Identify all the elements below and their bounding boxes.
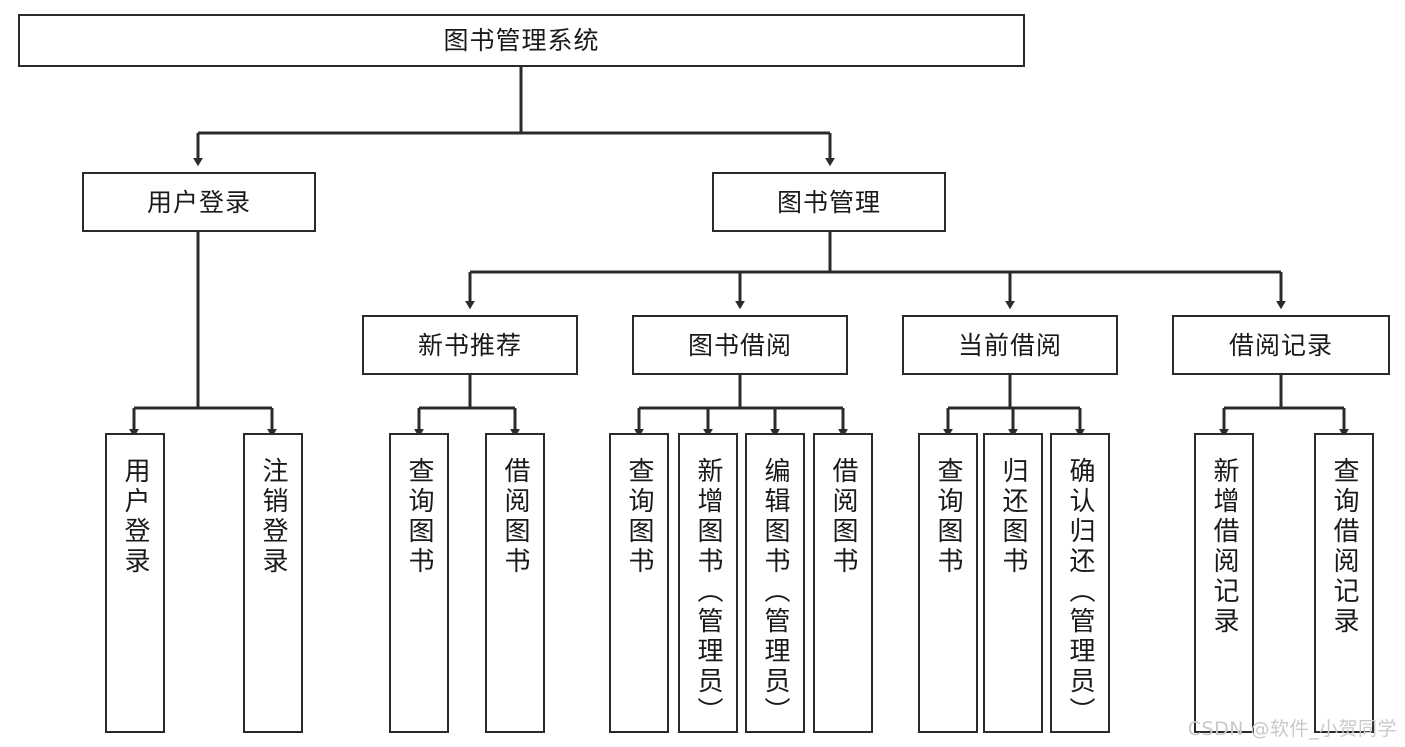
leaf-user-login-signin[interactable]: 用户登录 [105,433,165,733]
node-label: 编辑图书（管理员） [760,457,791,727]
node-book-borrow[interactable]: 图书借阅 [632,315,848,375]
leaf-borrow-edit-book[interactable]: 编辑图书（管理员） [745,433,805,733]
node-book-management[interactable]: 图书管理 [712,172,946,232]
leaf-new-book-query[interactable]: 查询图书 [389,433,449,733]
node-label: 新书推荐 [417,330,522,360]
node-new-book-recommend[interactable]: 新书推荐 [362,315,578,375]
node-label: 图书管理系统 [443,26,600,55]
node-label: 确认归还（管理员） [1065,457,1096,727]
leaf-borrow-add-book[interactable]: 新增图书（管理员） [678,433,738,733]
node-label: 新增图书（管理员） [693,457,724,727]
node-label: 借阅记录 [1228,330,1333,360]
leaf-record-add[interactable]: 新增借阅记录 [1194,433,1254,733]
leaf-new-book-borrow[interactable]: 借阅图书 [485,433,545,733]
node-label: 用户登录 [146,187,251,217]
node-root-system[interactable]: 图书管理系统 [18,14,1025,67]
node-label: 注销登录 [258,457,289,577]
node-label: 新增借阅记录 [1209,457,1240,637]
leaf-current-return-book[interactable]: 归还图书 [983,433,1043,733]
node-current-borrow[interactable]: 当前借阅 [902,315,1118,375]
node-label: 借阅图书 [828,457,859,577]
node-label: 借阅图书 [500,457,531,577]
node-label: 图书借阅 [687,330,792,360]
node-label: 用户登录 [120,457,151,577]
node-label: 当前借阅 [957,330,1062,360]
leaf-current-query-book[interactable]: 查询图书 [918,433,978,733]
node-borrow-record[interactable]: 借阅记录 [1172,315,1390,375]
node-label: 图书管理 [776,187,881,217]
node-label: 查询图书 [404,457,435,577]
leaf-borrow-borrow-book[interactable]: 借阅图书 [813,433,873,733]
leaf-record-query[interactable]: 查询借阅记录 [1314,433,1374,733]
node-label: 查询图书 [624,457,655,577]
node-user-login[interactable]: 用户登录 [82,172,316,232]
leaf-current-confirm-return[interactable]: 确认归还（管理员） [1050,433,1110,733]
node-label: 查询借阅记录 [1329,457,1360,637]
leaf-borrow-query-book[interactable]: 查询图书 [609,433,669,733]
node-label: 归还图书 [998,457,1029,577]
node-label: 查询图书 [933,457,964,577]
csdn-watermark: CSDN @软件_小贺同学 [1187,718,1397,740]
leaf-user-login-signout[interactable]: 注销登录 [243,433,303,733]
